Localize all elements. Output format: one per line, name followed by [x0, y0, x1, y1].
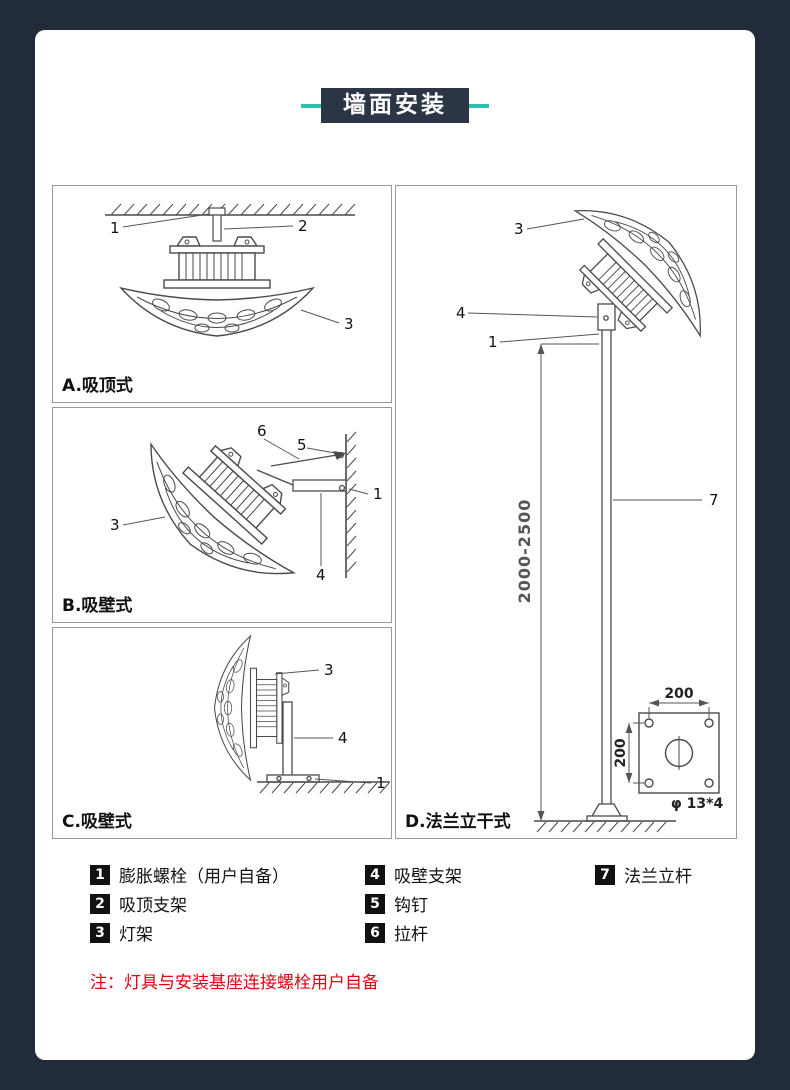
lamp	[213, 635, 290, 781]
base-plate-detail	[638, 712, 720, 794]
callout-3: 3	[344, 315, 354, 333]
callout-3: 3	[110, 516, 120, 534]
leader-lines	[122, 438, 369, 566]
mount-parts	[256, 451, 347, 492]
panel-c-caption: C.吸壁式	[62, 812, 132, 832]
height-dimension	[537, 343, 599, 821]
diagram-flange-pole: 2000-2500 3 4 1 7	[456, 186, 733, 833]
callout-4: 4	[338, 729, 348, 747]
expansion-bolt	[208, 207, 226, 216]
callout-1: 1	[376, 774, 386, 792]
wall-bracket-plate	[292, 479, 347, 492]
pole	[601, 327, 612, 819]
bolt-hole	[644, 778, 654, 788]
mount-parts	[266, 701, 320, 783]
legend: 1 膨胀螺栓（用户自备） 2 吸顶支架 3 灯架 4 吸壁支架 5 钩钉 6 拉…	[90, 860, 692, 947]
panel-flange-pole: 2000-2500 3 4 1 7	[395, 185, 737, 839]
callout-1: 1	[488, 333, 498, 351]
legend-label: 吸顶支架	[119, 896, 187, 916]
section-title: 墙面安装	[35, 88, 755, 124]
title-accent-right	[469, 103, 489, 108]
bolt-hole	[704, 718, 714, 728]
diagram-wall-mount-b: 6 5 1 3 4	[110, 408, 383, 610]
bracket-link	[256, 469, 294, 486]
legend-label: 拉杆	[394, 925, 428, 945]
legend-item-1: 1 膨胀螺栓（用户自备）	[90, 862, 365, 887]
callout-3: 3	[514, 220, 524, 238]
panel-a-caption: A.吸顶式	[62, 376, 133, 396]
legend-item-2: 2 吸顶支架	[90, 891, 365, 916]
callout-3: 3	[324, 661, 334, 679]
legend-label: 灯架	[119, 925, 153, 945]
ledge-hatch	[259, 782, 390, 794]
callout-1: 1	[373, 485, 383, 503]
legend-number-badge: 5	[365, 893, 385, 914]
legend-label: 法兰立杆	[624, 867, 692, 887]
bolt-hole	[704, 778, 714, 788]
callout-6: 6	[257, 422, 267, 440]
footnote: 注：灯具与安装基座连接螺栓用户自备	[90, 973, 379, 993]
panel-ceiling-mount: 1 2 3 A.吸顶式	[52, 185, 392, 403]
panel-b-caption: B.吸壁式	[62, 596, 133, 616]
base-plate-dims	[625, 699, 710, 784]
base-width-dim: 200	[664, 686, 693, 702]
legend-number-badge: 3	[90, 922, 110, 943]
legend-number-badge: 4	[365, 864, 385, 885]
legend-number-badge: 1	[90, 864, 110, 885]
callout-4: 4	[316, 566, 326, 584]
legend-item-4: 4 吸壁支架	[365, 862, 595, 887]
mount-rod	[212, 214, 222, 242]
callout-1: 1	[110, 219, 120, 237]
leader-lines	[274, 669, 372, 784]
panel-wall-mount-b: 6 5 1 3 4 B.吸壁式	[52, 407, 392, 623]
legend-number-badge: 2	[90, 893, 110, 914]
callout-5: 5	[297, 436, 307, 454]
legend-number-badge: 6	[365, 922, 385, 943]
lamp	[120, 236, 314, 337]
title-accent-left	[301, 103, 321, 108]
hook-nail	[337, 451, 345, 459]
callout-4: 4	[456, 304, 466, 322]
ground-hatch	[536, 821, 667, 833]
callout-7: 7	[709, 491, 719, 509]
lamp	[541, 186, 733, 370]
wall-bolt	[338, 484, 346, 492]
section-title-text: 墙面安装	[321, 88, 469, 124]
legend-item-3: 3 灯架	[90, 920, 365, 945]
ceiling-hatch	[110, 203, 356, 216]
diagram-ceiling-mount: 1 2 3	[105, 203, 356, 337]
legend-item-6: 6 拉杆	[365, 920, 595, 945]
pull-rod	[270, 453, 344, 467]
diagram-wall-mount-c: 3 4 1	[213, 635, 390, 794]
callout-2: 2	[298, 217, 308, 235]
pole-parts	[586, 303, 628, 822]
leader-lines	[122, 213, 340, 324]
panel-wall-mount-c: 3 4 1 C.吸壁式	[52, 627, 392, 839]
legend-item-7: 7 法兰立杆	[595, 862, 692, 887]
bolt-holes-dim: φ 13*4	[671, 796, 724, 812]
pole-top-joint	[597, 303, 616, 331]
support-arm	[282, 701, 293, 779]
content-card: 墙面安装 1 2 3 A.吸顶式	[35, 30, 755, 1060]
panel-d-caption: D.法兰立干式	[405, 812, 511, 832]
legend-number-badge: 7	[595, 864, 615, 885]
legend-label: 膨胀螺栓（用户自备）	[119, 867, 289, 887]
legend-label: 钩钉	[394, 896, 428, 916]
legend-item-5: 5 钩钉	[365, 891, 595, 916]
legend-label: 吸壁支架	[394, 867, 462, 887]
bolt-hole	[644, 718, 654, 728]
leader-lines	[467, 218, 702, 501]
wall-hatch	[346, 431, 357, 573]
base-depth-dim: 200	[613, 738, 629, 767]
pole-height-dim: 2000-2500	[515, 499, 534, 604]
